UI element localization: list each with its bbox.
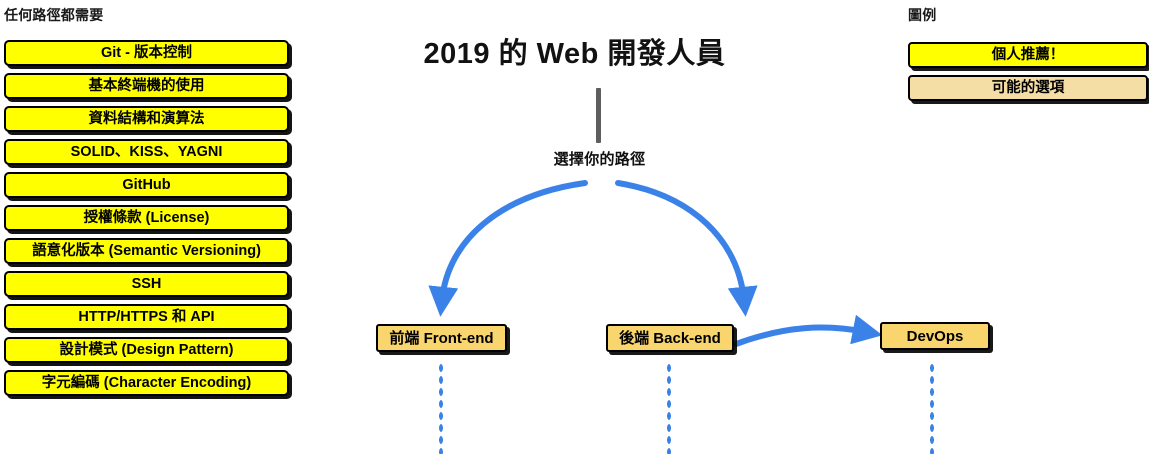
skill-label: SSH xyxy=(131,275,162,292)
dotted-trail-backend xyxy=(666,362,672,454)
skill-box[interactable]: 設計模式 (Design Pattern) xyxy=(4,337,289,363)
arrow-backend-to-devops-group xyxy=(733,314,883,347)
path-node-label: 後端 Back-end xyxy=(619,329,721,347)
title-stem-line xyxy=(596,88,601,143)
skill-label: 設計模式 (Design Pattern) xyxy=(59,341,234,358)
skill-label: SOLID、KISS、YAGNI xyxy=(70,143,223,160)
skill-box[interactable]: HTTP/HTTPS 和 API xyxy=(4,304,289,330)
legend-item-optional: 可能的選項 xyxy=(908,75,1148,101)
branch-arrows xyxy=(428,180,758,317)
legend-item-recommended: 個人推薦！ xyxy=(908,42,1148,68)
skill-label: 授權條款 (License) xyxy=(83,209,210,226)
path-node-devops[interactable]: DevOps xyxy=(880,322,990,350)
arrow-backend-to-devops xyxy=(733,314,883,347)
required-skills-list: Git - 版本控制 基本終端機的使用 資料結構和演算法 SOLID、KISS、… xyxy=(4,40,289,403)
path-node-backend[interactable]: 後端 Back-end xyxy=(606,324,734,352)
arrow-root-to-backend xyxy=(615,180,758,317)
skill-label: 字元編碼 (Character Encoding) xyxy=(41,374,252,391)
choose-path-label: 選擇你的路徑 xyxy=(553,151,646,168)
skill-box[interactable]: GitHub xyxy=(4,172,289,198)
skill-box[interactable]: Git - 版本控制 xyxy=(4,40,289,66)
path-node-label: DevOps xyxy=(906,327,964,345)
path-node-frontend[interactable]: 前端 Front-end xyxy=(376,324,507,352)
skill-label: 基本終端機的使用 xyxy=(88,77,205,94)
skill-box[interactable]: 資料結構和演算法 xyxy=(4,106,289,132)
skill-label: HTTP/HTTPS 和 API xyxy=(78,308,215,325)
legend-item-label: 個人推薦！ xyxy=(991,46,1065,63)
skill-label: GitHub xyxy=(122,176,171,193)
skill-label: 資料結構和演算法 xyxy=(88,110,205,127)
skill-box[interactable]: 授權條款 (License) xyxy=(4,205,289,231)
legend-item-label: 可能的選項 xyxy=(991,79,1065,96)
skill-label: 語意化版本 (Semantic Versioning) xyxy=(32,242,261,259)
skill-box[interactable]: SOLID、KISS、YAGNI xyxy=(4,139,289,165)
legend-heading: 圖例 xyxy=(908,7,937,23)
skill-box[interactable]: 語意化版本 (Semantic Versioning) xyxy=(4,238,289,264)
required-column-heading: 任何路徑都需要 xyxy=(4,7,104,23)
skill-box[interactable]: SSH xyxy=(4,271,289,297)
page-title: 2019 的 Web 開發人員 xyxy=(423,38,726,70)
skill-label: Git - 版本控制 xyxy=(100,44,193,61)
legend-list: 個人推薦！ 可能的選項 xyxy=(908,42,1148,108)
skill-box[interactable]: 基本終端機的使用 xyxy=(4,73,289,99)
dotted-trail-devops xyxy=(929,362,935,454)
dotted-trail-frontend xyxy=(438,362,444,454)
skill-box[interactable]: 字元編碼 (Character Encoding) xyxy=(4,370,289,396)
arrow-root-to-frontend xyxy=(428,180,588,317)
path-node-label: 前端 Front-end xyxy=(389,329,494,347)
